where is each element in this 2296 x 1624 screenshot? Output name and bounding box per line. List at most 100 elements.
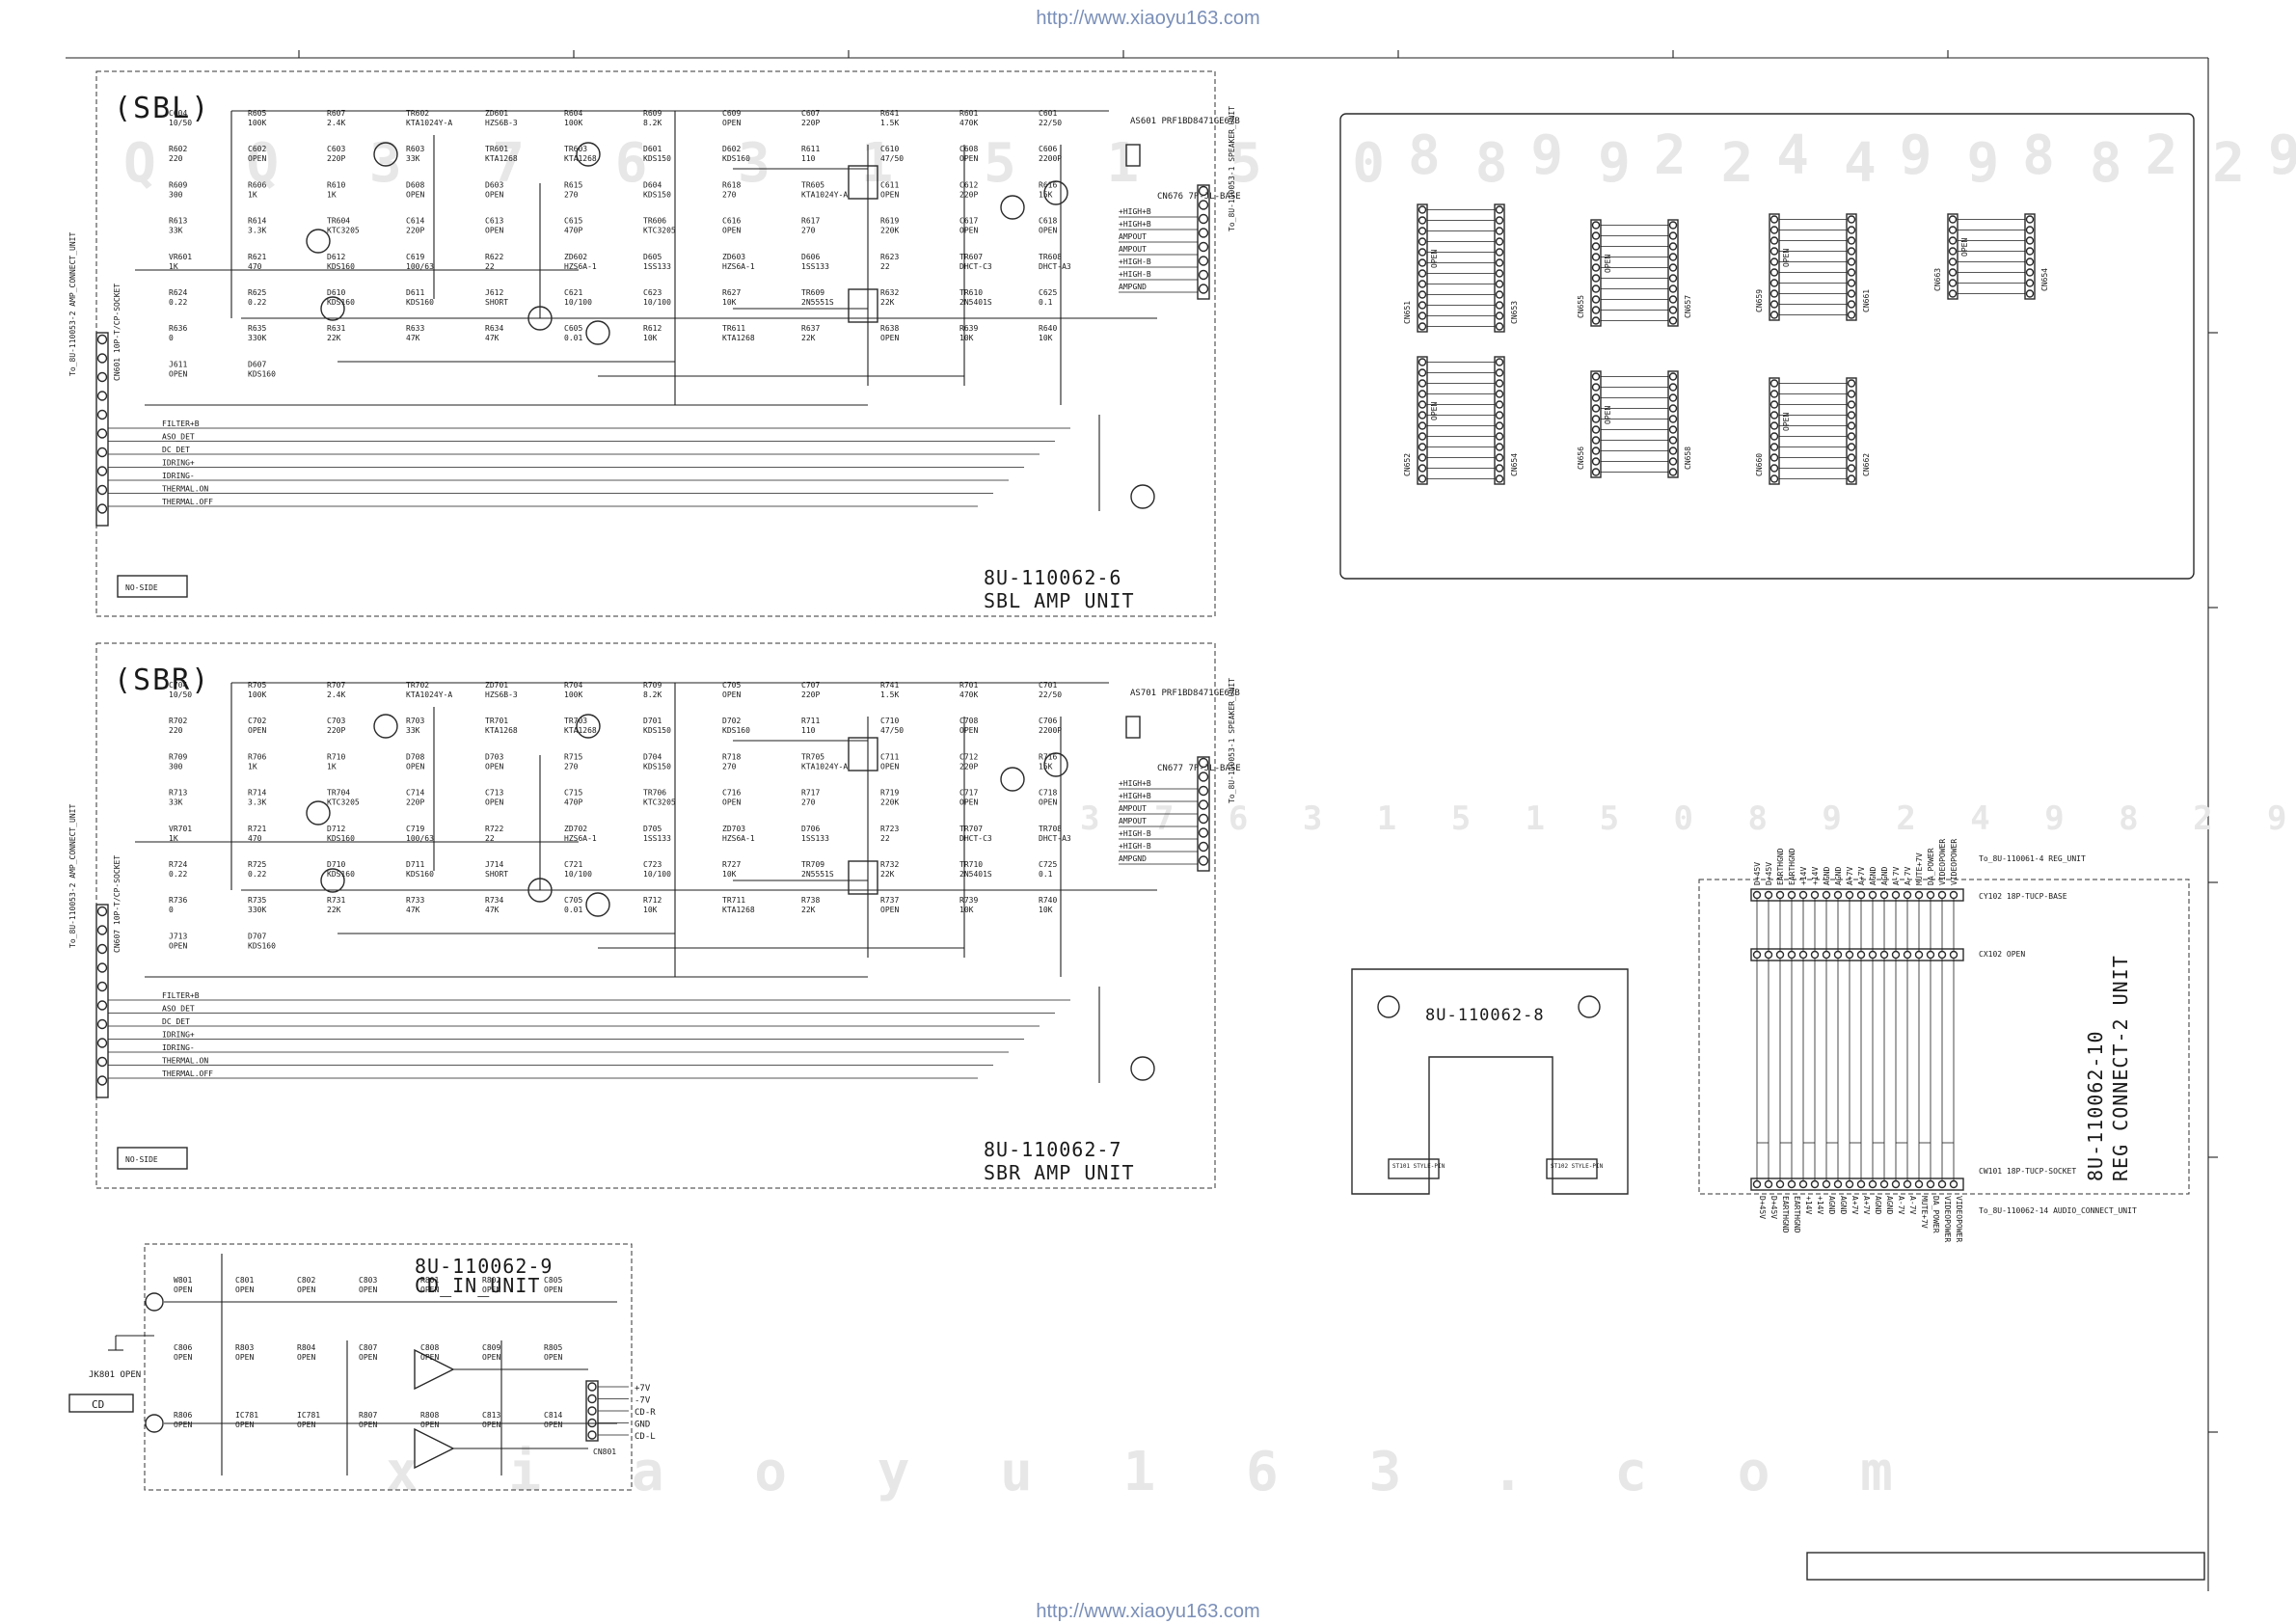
sbl-right-pin-5: [1198, 241, 1209, 253]
sbl-left-pin-1: [96, 334, 108, 345]
sbr-part-value: 100K: [564, 690, 582, 699]
sbl-part-value: OPEN: [722, 119, 741, 127]
sbr-part-ref: D702: [722, 717, 741, 725]
sbl-part-ref: R611: [801, 145, 820, 153]
cn-pin: [2025, 279, 2035, 287]
cn-pin: [1418, 311, 1427, 320]
cd-part-value: OPEN: [482, 1421, 500, 1429]
cd-part-ref: C805: [544, 1276, 562, 1285]
sbr-transistor-3: [320, 868, 345, 893]
sbr-amp-unit: (SBR) 8U-110062-7 SBR AMP UNIT NO-SIDE T…: [68, 642, 1241, 1189]
reg-pin-top: [1775, 890, 1785, 900]
sbl-part-ref: TR603: [564, 145, 587, 153]
sbl-part-ref: R636: [169, 324, 187, 333]
cn-pin: [1495, 432, 1504, 441]
sbr-part-ref: R731: [327, 896, 345, 905]
sbr-part-value: 100K: [248, 690, 266, 699]
sbl-part-value: 300: [169, 190, 183, 199]
sbl-part-value: 22K: [327, 334, 341, 342]
sbl-part-value: 0.22: [248, 298, 266, 307]
sbr-part-ref: D706: [801, 825, 820, 833]
cn-pin: [1847, 453, 1856, 462]
cn-pin: [1769, 474, 1779, 483]
reg-signal-bottom: EARTHGND: [1793, 1196, 1801, 1233]
cn-pin: [1847, 379, 1856, 388]
u8-pin2: ST102 STYLE-PIN: [1551, 1163, 1604, 1170]
sbr-part-value: 2.4K: [327, 690, 345, 699]
cn-pin: [1591, 383, 1601, 392]
reg-pin-mid: [1879, 950, 1889, 960]
sbr-part-ref: R714: [248, 789, 266, 798]
sbr-right-pin-7: [1198, 841, 1209, 853]
sbr-right-pin-label: +HIGH+B: [1119, 792, 1151, 800]
sbr-part-ref: VR701: [169, 825, 192, 833]
cn-pin: [1769, 289, 1779, 298]
reg-signal-top: EARTHGND: [1788, 848, 1796, 885]
sbl-part-ref: R638: [880, 324, 899, 333]
cn-pin: [1668, 447, 1678, 455]
cn-pin: [1591, 425, 1601, 434]
cn-pin: [1948, 289, 1958, 298]
sbr-part-value: 270: [564, 762, 579, 771]
sbr-part-value: 470K: [959, 690, 978, 699]
cn-pin: [1847, 300, 1856, 309]
reg-pin-bottom: [1879, 1179, 1889, 1189]
sbl-left-pin-label: THERMAL.OFF: [162, 498, 213, 506]
sbr-part-value: OPEN: [880, 906, 899, 914]
reg-pin-top: [1833, 890, 1843, 900]
cd-part-value: OPEN: [174, 1286, 192, 1294]
cd-out-label: -7V: [635, 1396, 651, 1406]
cn-pin: [1769, 268, 1779, 277]
sbr-part-value: DHCT-A3: [1039, 834, 1071, 843]
reg-pin-top: [1810, 890, 1820, 900]
sbl-part-ref: C625: [1039, 288, 1057, 297]
sbr-part-ref: D707: [248, 932, 266, 940]
reg-pin-bottom: [1845, 1179, 1854, 1189]
cn-pin: [1668, 425, 1678, 434]
cd-part-ref: C801: [235, 1276, 254, 1285]
cn-pin: [1847, 257, 1856, 266]
cn-label: CN661: [1862, 289, 1871, 312]
cn-pin: [1495, 453, 1504, 462]
sbr-part-ref: C725: [1039, 860, 1057, 869]
sbl-part-value: 22: [485, 262, 495, 271]
cn-pin: [2025, 226, 2035, 234]
sbl-part-value: DHCT-A3: [1039, 262, 1071, 271]
sbr-part-ref: C717: [959, 789, 978, 798]
sbr-right-pin-4: [1198, 799, 1209, 810]
cn-pin: [1495, 280, 1504, 288]
sbl-right-pin-7: [1198, 269, 1209, 281]
sbl-part-value: 2.4K: [327, 119, 345, 127]
sbl-part-ref: R634: [485, 324, 503, 333]
sbr-title: 8U-110062-7: [984, 1138, 1121, 1161]
sbr-part-ref: D708: [406, 752, 424, 761]
cn-pin: [1418, 379, 1427, 388]
sbl-part-value: 22/50: [1039, 119, 1062, 127]
sbr-part-ref: R734: [485, 896, 503, 905]
cn-pin: [1948, 279, 1958, 287]
sbr-part-value: 0: [169, 906, 174, 914]
sbl-part-ref: C612: [959, 180, 978, 189]
cn-pin: [1495, 443, 1504, 451]
cn-pin: [1591, 447, 1601, 455]
reg-pin-mid: [1845, 950, 1854, 960]
cd-part-value: OPEN: [482, 1353, 500, 1362]
cd-part-ref: IC781: [235, 1411, 258, 1420]
sbl-part-value: 220K: [880, 227, 899, 235]
